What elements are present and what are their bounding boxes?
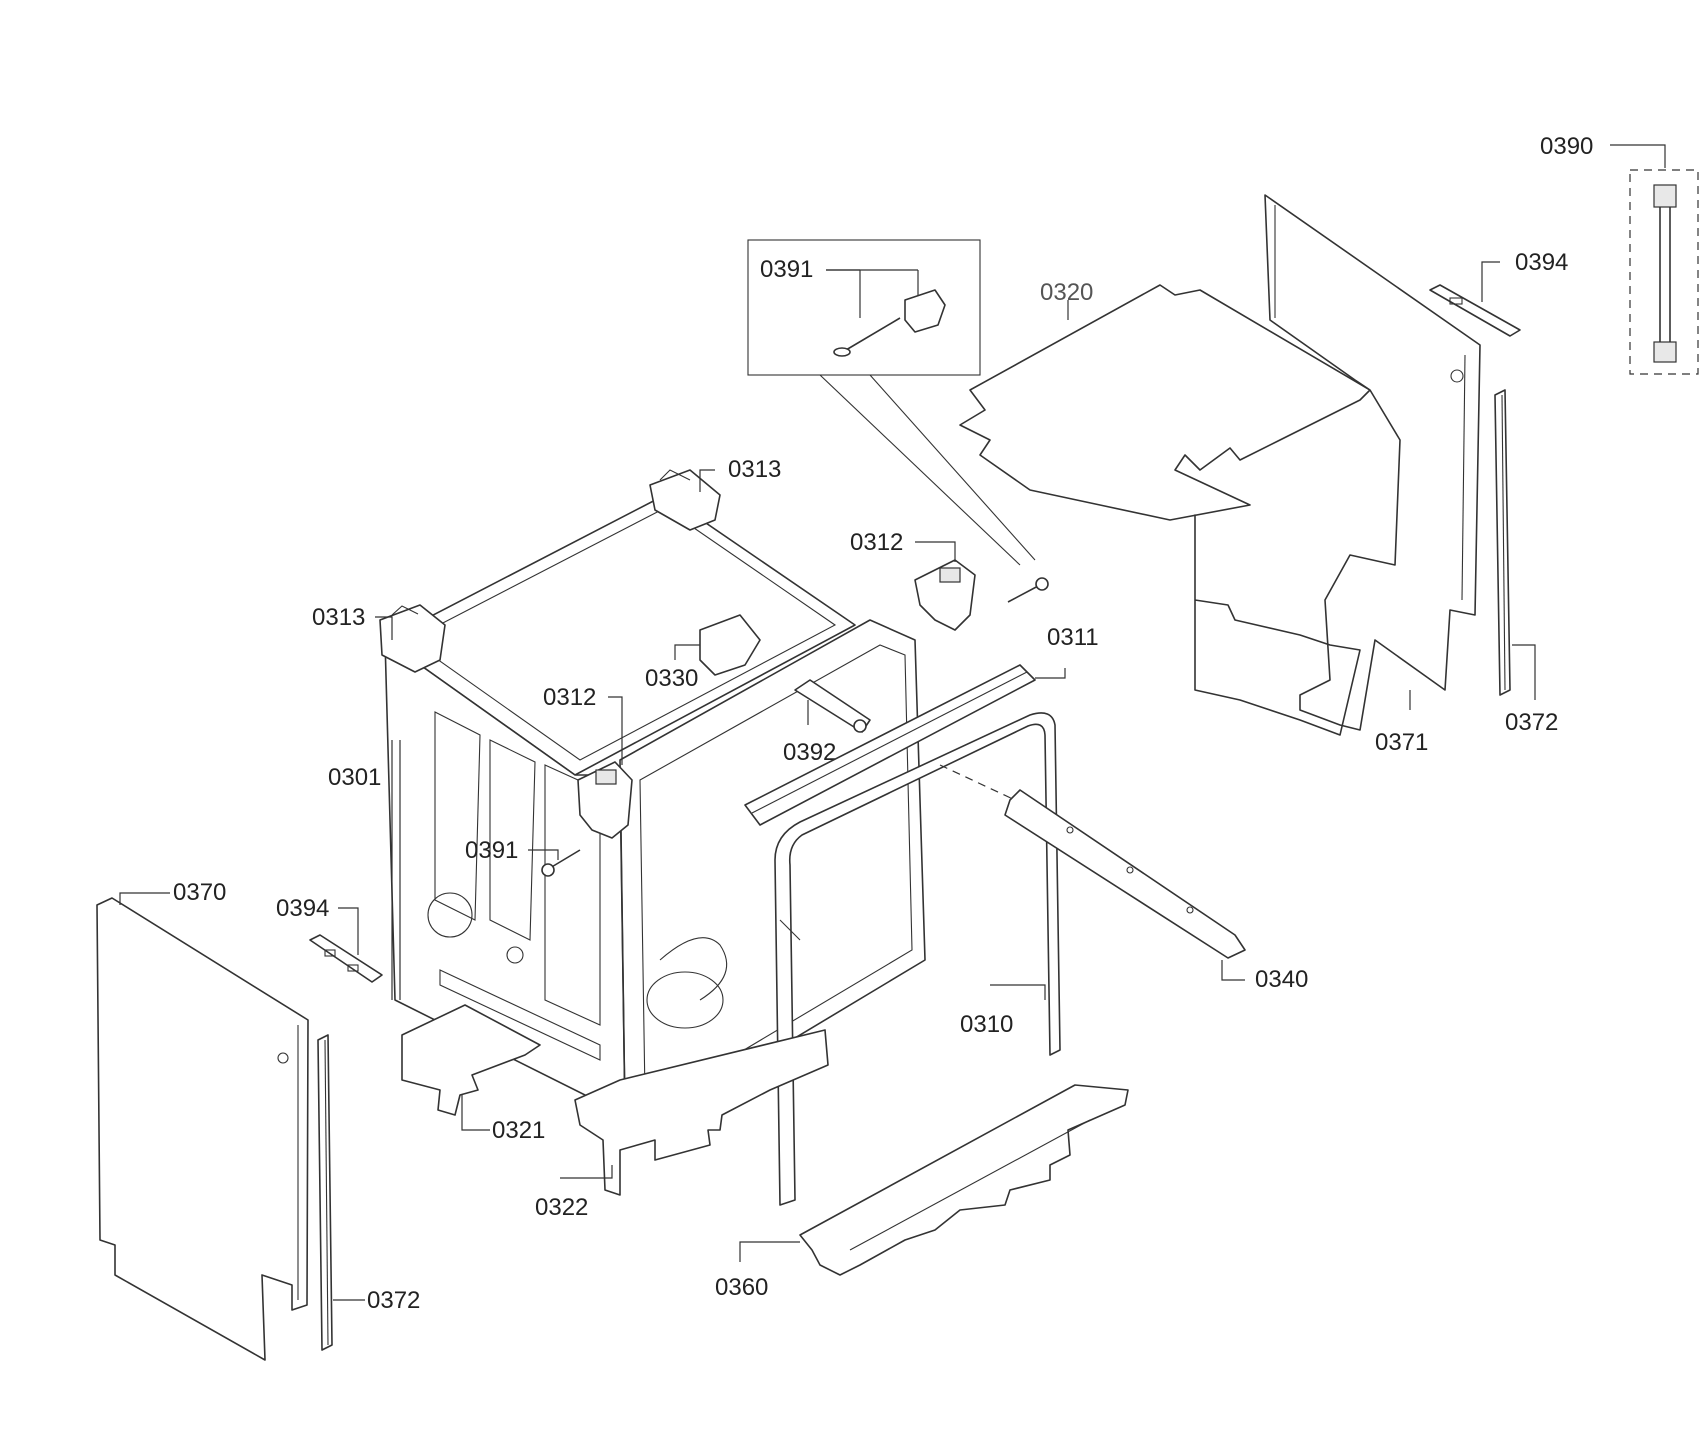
part-0322-insulation-front [560, 1029, 829, 1196]
part-0312-bracket-right [914, 541, 976, 631]
label-0372-right: 0372 [1505, 709, 1558, 736]
label-0321: 0321 [492, 1117, 545, 1144]
part-0330-latch [674, 614, 761, 676]
part-0371-side-panel-right [1194, 194, 1481, 736]
part-0312-bracket-left [577, 696, 633, 839]
label-0370: 0370 [173, 879, 226, 906]
label-0394-right: 0394 [1515, 249, 1568, 276]
label-0372-left: 0372 [367, 1287, 420, 1314]
part-0391-detail-box [747, 239, 1036, 566]
part-0301-tub [384, 494, 926, 1126]
label-0340: 0340 [1255, 966, 1308, 993]
part-0390-hose [1610, 144, 1699, 375]
label-0330: 0330 [645, 665, 698, 692]
label-0310: 0310 [960, 1011, 1013, 1038]
label-0360: 0360 [715, 1274, 768, 1301]
part-0321-insulation-block [401, 1004, 541, 1131]
part-0310-door-seal [774, 712, 1061, 1206]
part-0320-insulation-top [959, 284, 1371, 521]
part-0391-screw-left [528, 849, 581, 877]
part-0311-strip [744, 664, 1066, 826]
part-0340-rail-bar [939, 764, 1246, 981]
part-0394-bracket-left [309, 907, 383, 983]
part-0313-hinge-top [649, 469, 721, 531]
label-0322: 0322 [535, 1194, 588, 1221]
part-0392-rail [794, 679, 871, 733]
part-0313-hinge-left [375, 604, 446, 673]
label-0311: 0311 [1047, 624, 1099, 651]
label-0392: 0392 [783, 739, 836, 766]
label-0313-left: 0313 [312, 604, 365, 631]
part-0372-strip-right [1494, 389, 1536, 700]
part-0394-bracket-right [1429, 261, 1521, 337]
part-0391-screw-right [1007, 577, 1049, 603]
part-0372-strip-left [317, 1034, 365, 1351]
label-0312-right: 0312 [850, 529, 903, 556]
label-0394-left: 0394 [276, 895, 329, 922]
label-0313-top: 0313 [728, 456, 781, 483]
label-0301: 0301 [328, 764, 381, 791]
label-0312-left: 0312 [543, 684, 596, 711]
label-0320: 0320 [1040, 279, 1093, 306]
label-0391-left: 0391 [465, 837, 518, 864]
label-0391-box: 0391 [760, 256, 813, 283]
label-0371: 0371 [1375, 729, 1428, 756]
part-0370-side-panel-left [96, 892, 309, 1361]
label-0390: 0390 [1540, 133, 1593, 160]
part-0360-kickplate [739, 1084, 1129, 1276]
